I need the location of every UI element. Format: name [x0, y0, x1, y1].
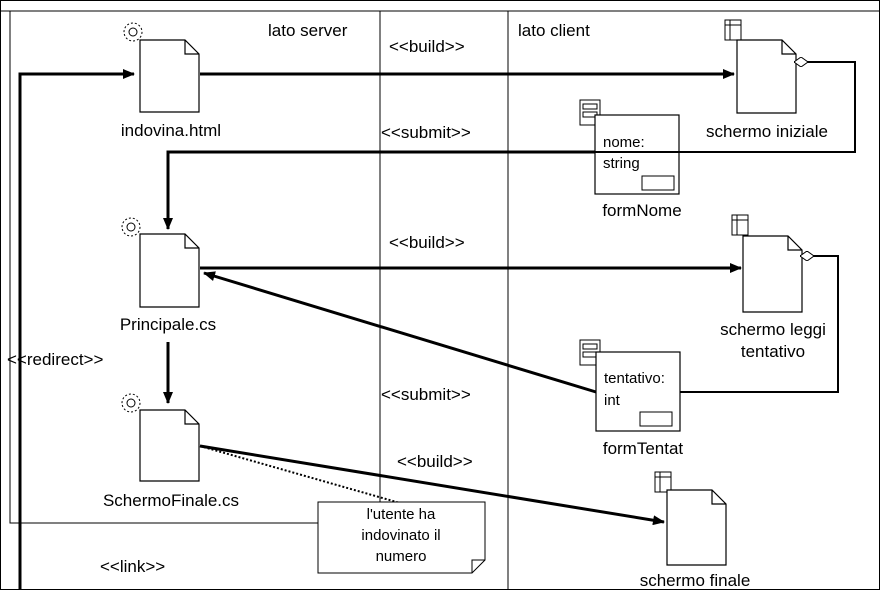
- page-icon: [666, 489, 727, 566]
- note-line3: numero: [376, 548, 427, 565]
- page-icon: [139, 409, 200, 482]
- page-icon: [139, 233, 200, 308]
- form-label: formNome: [602, 201, 681, 220]
- form-field-type: int: [604, 392, 621, 409]
- server-page-label: SchermoFinale.cs: [103, 491, 239, 510]
- gear-icon: [121, 217, 141, 237]
- gear-icon: [123, 22, 143, 42]
- form-field-type: string: [603, 155, 640, 172]
- table-icon: [731, 214, 749, 236]
- server-page-label: Principale.cs: [120, 315, 216, 334]
- table-icon: [654, 471, 672, 493]
- form-label: formTentat: [603, 439, 684, 458]
- client-page-label-line2: tentativo: [741, 342, 805, 361]
- server-page-label: indovina.html: [121, 121, 221, 140]
- stereotype-build-3: <<build>>: [397, 452, 473, 471]
- form-field-name: tentativo:: [604, 370, 665, 387]
- build-arrow-finale: [199, 444, 665, 526]
- note-line1: l'utente ha: [367, 506, 436, 523]
- link-arrow: [18, 69, 135, 590]
- client-lane-title: lato client: [518, 21, 590, 40]
- composition-iniziale-formnome: [595, 62, 856, 153]
- form-field-name: nome:: [603, 134, 645, 151]
- server-page-indovina: indovina.html: [121, 22, 221, 140]
- stereotype-submit-1: <<submit>>: [381, 123, 471, 142]
- server-page-schermofinale: SchermoFinale.cs: [103, 393, 239, 510]
- client-page-label-line1: schermo leggi: [720, 320, 826, 339]
- server-lane-outline: [9, 11, 380, 524]
- note: l'utente ha indovinato il numero: [317, 501, 486, 574]
- stereotype-build-1: <<build>>: [389, 37, 465, 56]
- form-formnome: nome: string formNome: [579, 99, 682, 220]
- client-page-iniziale: schermo iniziale: [706, 19, 828, 141]
- submit-widget: [641, 175, 675, 191]
- client-page-finale: schermo finale: [640, 471, 751, 590]
- client-page-leggi: schermo leggi tentativo: [720, 214, 826, 361]
- stereotype-link: <<link>>: [100, 557, 165, 576]
- stereotype-build-2: <<build>>: [389, 233, 465, 252]
- page-icon: [742, 235, 803, 313]
- form-formtentat: tentativo: int formTentat: [579, 339, 684, 458]
- note-box: [317, 501, 486, 574]
- client-page-label: schermo iniziale: [706, 122, 828, 141]
- submit-arrow-formtentat: [203, 271, 597, 394]
- table-icon: [724, 19, 742, 41]
- note-anchor-line: [199, 445, 401, 504]
- note-line2: indovinato il: [361, 527, 440, 544]
- client-page-label: schermo finale: [640, 571, 751, 590]
- form-icon: [579, 339, 601, 366]
- server-lane-title: lato server: [268, 21, 348, 40]
- submit-arrow-formnome: [163, 150, 595, 230]
- stereotype-redirect: <<redirect>>: [7, 350, 103, 369]
- server-page-principale: Principale.cs: [120, 217, 216, 334]
- composition-leggi-formtentat: [680, 256, 839, 393]
- gear-icon: [121, 393, 141, 413]
- page-icon: [139, 39, 200, 113]
- stereotype-submit-2: <<submit>>: [381, 385, 471, 404]
- submit-widget: [639, 411, 673, 427]
- page-icon: [736, 39, 797, 114]
